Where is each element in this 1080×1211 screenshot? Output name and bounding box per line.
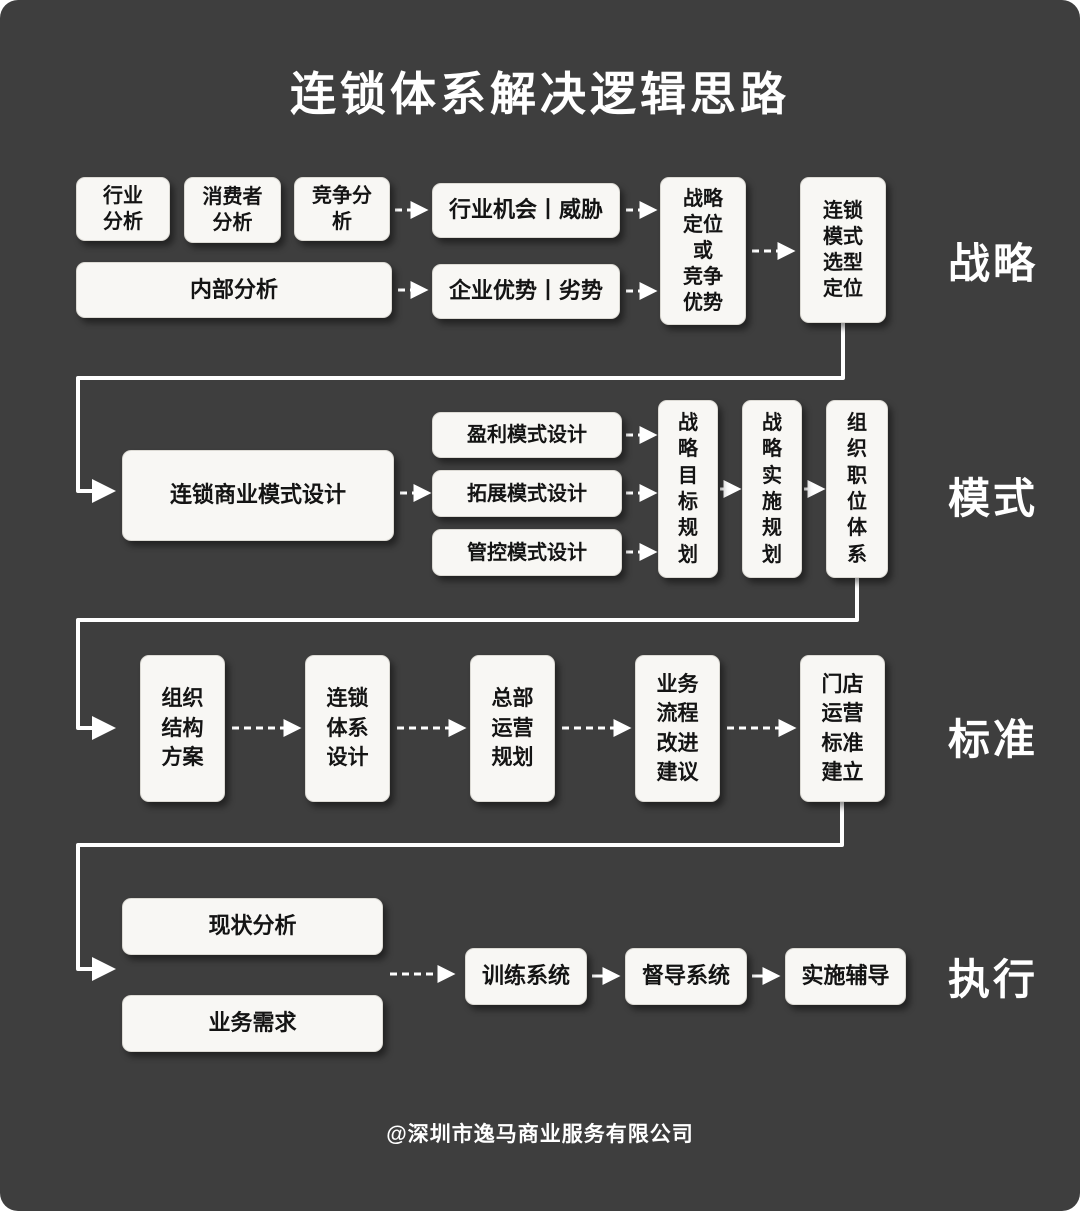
- chain-model-selection-box: 连锁 模式 选型 定位: [800, 177, 886, 323]
- chain-system-design-box: 连锁 体系 设计: [305, 655, 390, 802]
- industry-analysis-box: 行业 分析: [76, 177, 170, 241]
- implementation-coaching-box: 实施辅导: [785, 948, 906, 1005]
- enterprise-strength-weakness-box: 企业优势丨劣势: [432, 264, 620, 319]
- section-label-strategy: 战略: [948, 240, 1039, 287]
- training-system-box: 训练系统: [465, 948, 587, 1005]
- section-label-execution: 执行: [948, 956, 1039, 1003]
- consumer-analysis-box: 消费者 分析: [184, 177, 281, 243]
- elbow-strategy-to-model: [76, 323, 845, 503]
- organization-structure-plan-box: 组织 结构 方案: [140, 655, 225, 802]
- organization-position-system-box: 组 织 职 位 体 系: [826, 400, 888, 578]
- section-label-standard: 标准: [948, 716, 1039, 763]
- current-situation-analysis-box: 现状分析: [122, 898, 383, 955]
- chain-business-model-design-box: 连锁商业模式设计: [122, 450, 394, 541]
- strategic-implementation-planning-box: 战 略 实 施 规 划: [742, 400, 802, 578]
- section-label-model: 模式: [948, 475, 1039, 522]
- expansion-model-design-box: 拓展模式设计: [432, 470, 622, 517]
- page-title: 连锁体系解决逻辑思路: [290, 68, 790, 120]
- headquarters-operation-planning-box: 总部 运营 规划: [470, 655, 555, 802]
- elbow-standard-to-execution: [76, 802, 844, 981]
- copyright-text: @深圳市逸马商业服务有限公司: [386, 1123, 694, 1146]
- strategic-positioning-box: 战略 定位 或 竞争 优势: [660, 177, 746, 325]
- control-model-design-box: 管控模式设计: [432, 529, 622, 576]
- business-process-improvement-box: 业务 流程 改进 建议: [635, 655, 720, 802]
- strategic-goal-planning-box: 战 略 目 标 规 划: [658, 400, 718, 578]
- profit-model-design-box: 盈利模式设计: [432, 412, 622, 458]
- store-operation-standard-box: 门店 运营 标准 建立: [800, 655, 885, 802]
- competition-analysis-box: 竞争分 析: [294, 177, 390, 241]
- elbow-model-to-standard: [76, 578, 859, 740]
- supervision-system-box: 督导系统: [625, 948, 747, 1005]
- internal-analysis-box: 内部分析: [76, 262, 392, 318]
- business-requirement-box: 业务需求: [122, 995, 383, 1052]
- industry-opportunity-threat-box: 行业机会丨威胁: [432, 183, 620, 238]
